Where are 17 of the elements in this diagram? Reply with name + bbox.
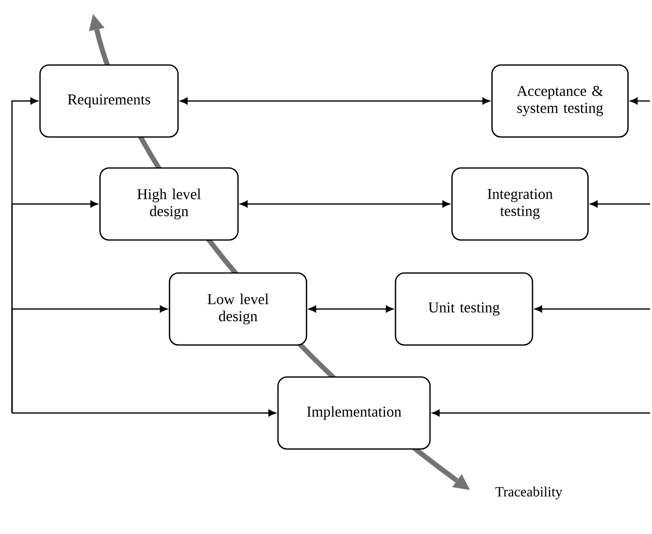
arrow (240, 200, 450, 208)
arrow (432, 410, 650, 416)
process-box: Implementation (277, 376, 431, 450)
arrow (308, 306, 394, 312)
arrow (11, 306, 168, 413)
arrow (590, 200, 650, 208)
process-box: High level design (99, 167, 239, 241)
arrow (630, 98, 650, 104)
arrow-label: Traceability (495, 486, 562, 500)
arrow (180, 98, 490, 104)
process-box: Acceptance & system testing (491, 64, 629, 138)
process-box: Integration testing (451, 167, 589, 241)
process-box: Unit testing (394, 272, 534, 346)
arrow (12, 410, 276, 416)
process-box: Low level design (168, 272, 308, 346)
process-box: Requirements (39, 64, 179, 138)
arrow (534, 306, 650, 312)
